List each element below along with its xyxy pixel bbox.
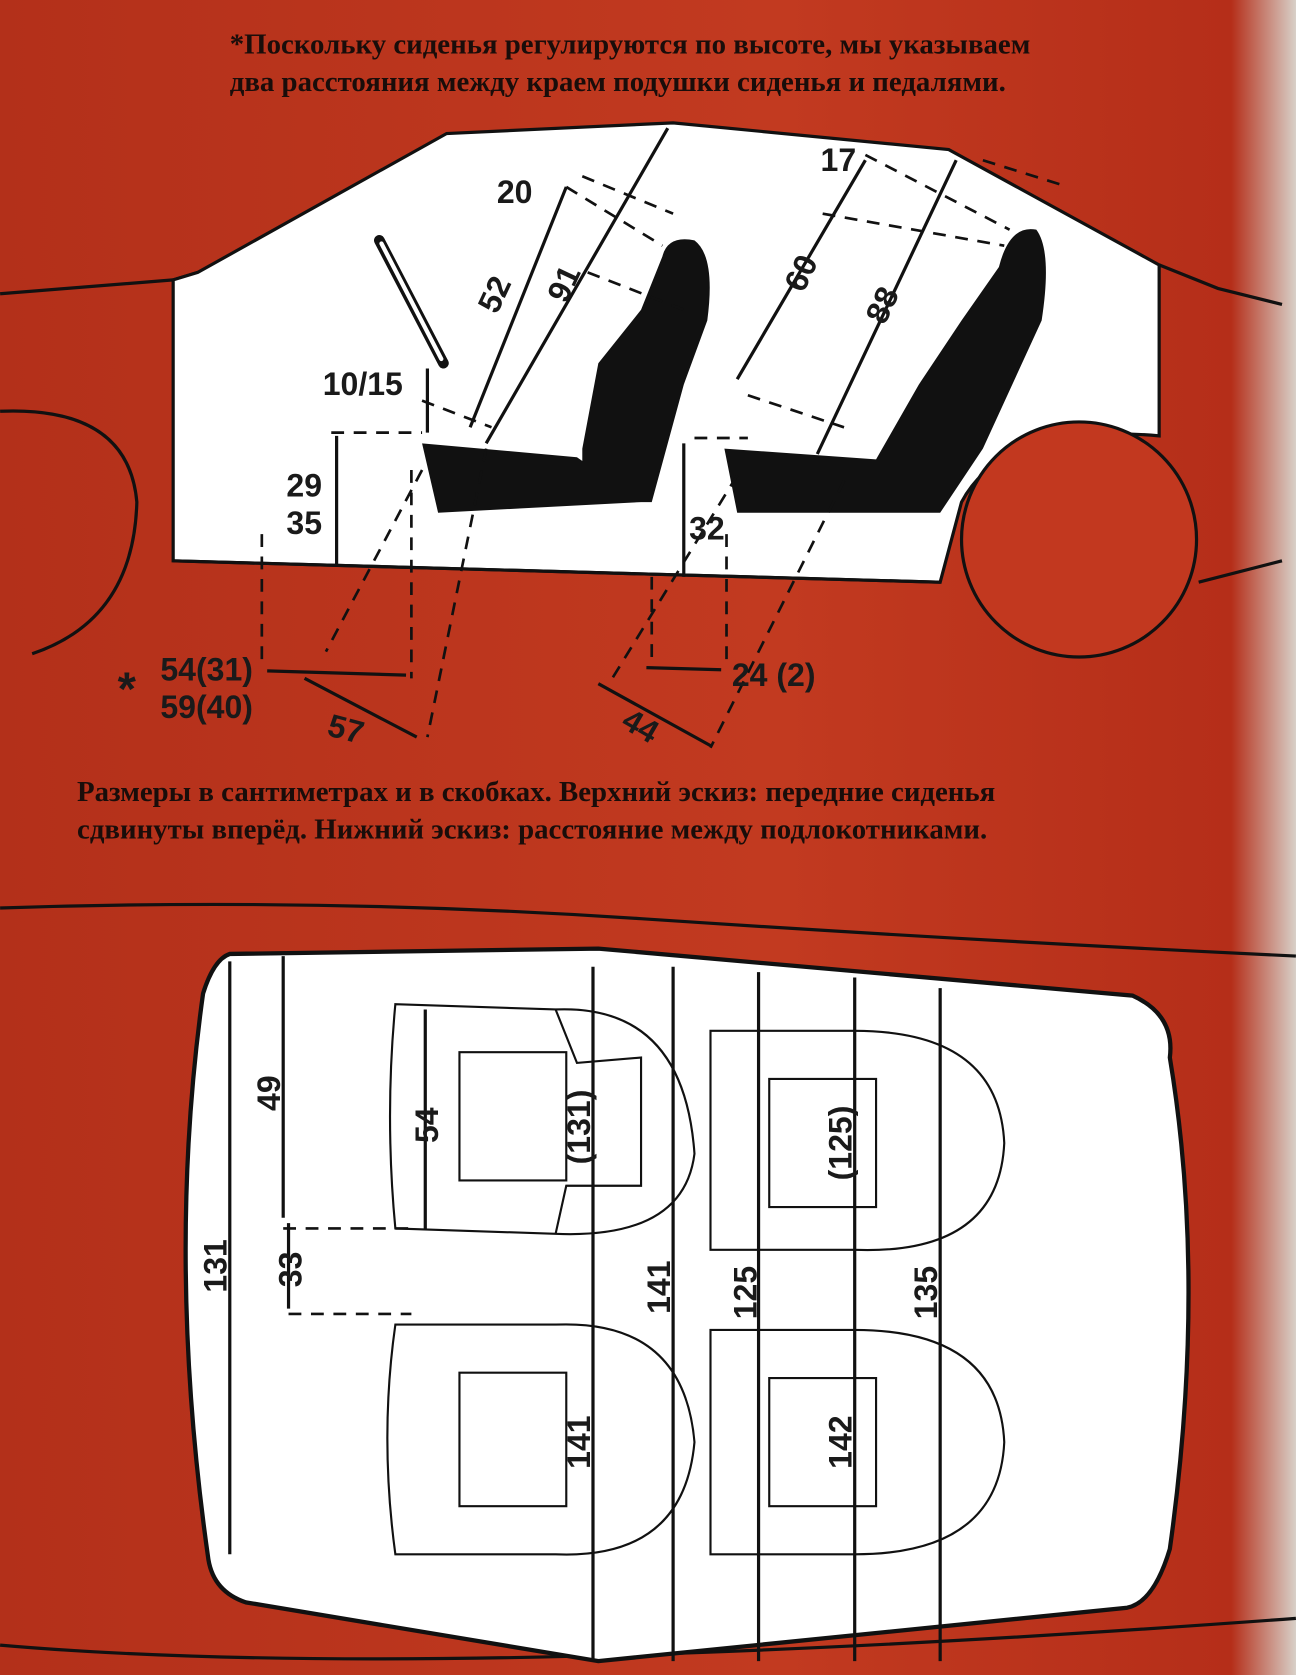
steering-column-inner xyxy=(379,241,444,362)
dashed-guides xyxy=(260,153,1069,749)
dim-44: 44 xyxy=(616,701,665,750)
dim-141-rear: 141 xyxy=(561,1415,597,1468)
car-outline-top xyxy=(0,902,1296,958)
dim-125-armrest: (125) xyxy=(822,1106,858,1181)
dim-142: 142 xyxy=(822,1415,858,1468)
front-seat xyxy=(422,239,710,513)
rear-seat xyxy=(724,229,1046,513)
sill-line xyxy=(1198,559,1283,584)
dim-131-armrest: (131) xyxy=(561,1090,597,1165)
dim-line-52 xyxy=(468,186,568,428)
dim-10-15: 10/15 xyxy=(323,366,403,402)
dim-29: 29 xyxy=(286,468,322,504)
car-body-line-rear xyxy=(1158,263,1283,307)
front-wheel-arch xyxy=(0,409,139,656)
dim-54-seat: 54 xyxy=(409,1107,445,1143)
seats-outline xyxy=(386,1003,1006,1556)
dim-57: 57 xyxy=(324,707,368,751)
dim-17: 17 xyxy=(821,142,857,178)
dim-line-24 xyxy=(646,666,722,672)
caption-top-line2: два расстояния между краем подушки сиден… xyxy=(230,66,1006,98)
dim-line-60 xyxy=(735,159,867,381)
dim-59-40: 59(40) xyxy=(160,689,253,725)
dim-line-91 xyxy=(484,127,670,445)
dim-131-width: 131 xyxy=(198,1239,234,1292)
car-outline-bottom xyxy=(0,1616,1296,1661)
dim-20: 20 xyxy=(497,174,533,210)
dim-32: 32 xyxy=(689,510,725,546)
dim-33: 33 xyxy=(272,1252,308,1288)
dim-125-mid: 125 xyxy=(727,1266,763,1319)
dim-49: 49 xyxy=(251,1075,287,1111)
car-body-line xyxy=(0,270,199,296)
side-view: 20 52 91 10/15 29 35 * 54(31) 59(40) 57 … xyxy=(0,121,1283,751)
dim-141-mid: 141 xyxy=(641,1260,677,1313)
dim-24-2: 24 (2) xyxy=(732,657,816,693)
dimension-lines xyxy=(228,956,942,1662)
caption-top-line1: *Поскольку сиденья регулируются по высот… xyxy=(230,28,1031,60)
dim-line-44 xyxy=(597,682,712,748)
dim-line-54 xyxy=(267,669,407,677)
dim-135: 135 xyxy=(908,1266,944,1319)
caption-mid-line2: сдвинуты вперёд. Нижний эскиз: расстояни… xyxy=(77,814,987,846)
cabin-floor-plan xyxy=(183,946,1191,1664)
rear-wheel xyxy=(959,420,1199,659)
dim-54-31: 54(31) xyxy=(160,651,253,687)
asterisk-mark: * xyxy=(118,662,137,715)
dim-line-88 xyxy=(815,159,958,455)
caption-mid-line1: Размеры в сантиметрах и в скобках. Верхн… xyxy=(77,776,995,808)
dim-35: 35 xyxy=(286,505,322,541)
dim-line-57 xyxy=(303,676,418,739)
top-view: 131 49 54 (131) 33 141 125 (125) 135 141… xyxy=(0,902,1296,1664)
seat-gap-guides xyxy=(283,1227,412,1316)
floor-line xyxy=(173,559,941,584)
